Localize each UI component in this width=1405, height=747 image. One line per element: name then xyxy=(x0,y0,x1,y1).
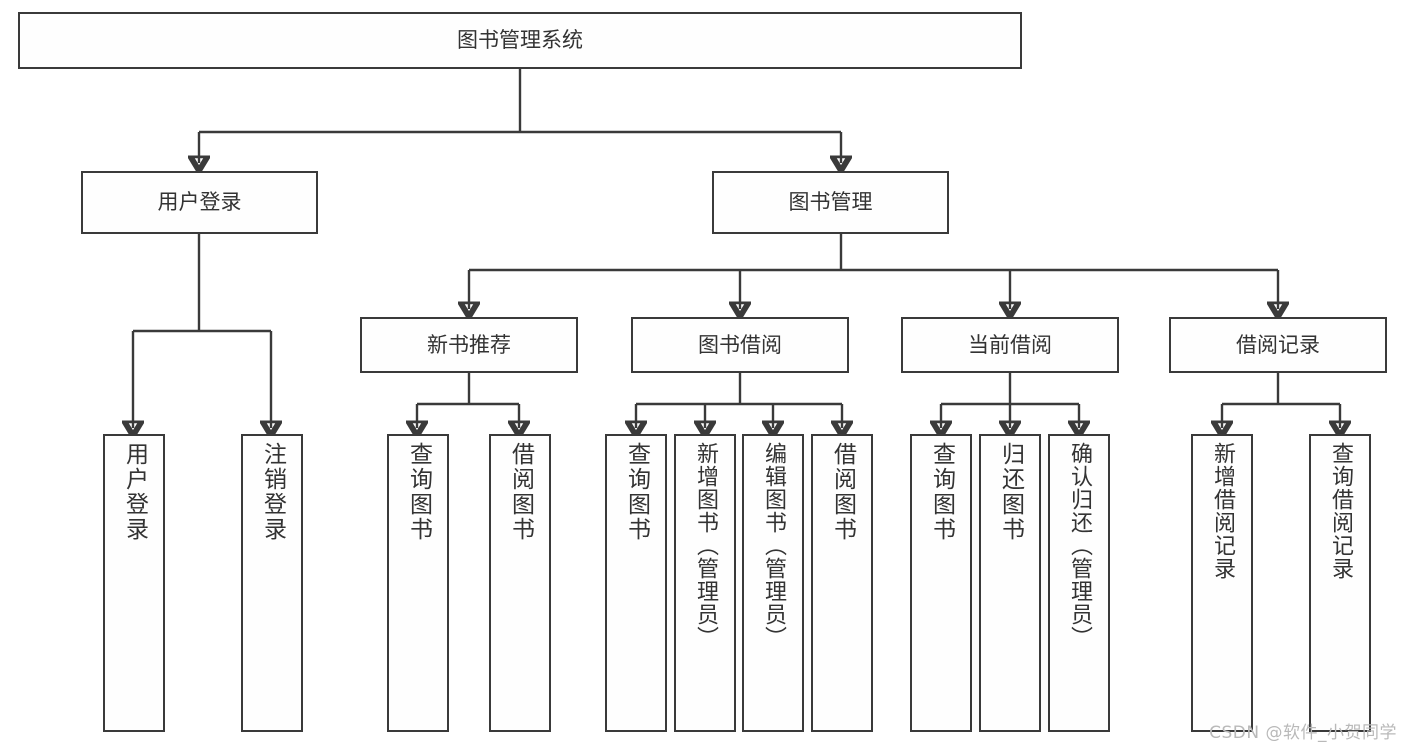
leaf-borrow-books-label: 借阅图书 xyxy=(829,442,856,542)
node-borrowing-records-label: 借阅记录 xyxy=(1236,332,1320,357)
leaf-edit-book-admin[interactable]: 编辑图书（管理员） xyxy=(742,434,804,732)
node-current-borrowing-label: 当前借阅 xyxy=(968,332,1052,357)
leaf-add-book-admin-label: 新增图书（管理员） xyxy=(693,442,718,649)
node-root-label: 图书管理系统 xyxy=(457,28,583,53)
leaf-query-books-borrow[interactable]: 查询图书 xyxy=(605,434,667,732)
leaf-return-books[interactable]: 归还图书 xyxy=(979,434,1041,732)
node-user-login[interactable]: 用户登录 xyxy=(81,171,318,234)
leaf-query-borrow-record[interactable]: 查询借阅记录 xyxy=(1309,434,1371,732)
node-borrowing-records[interactable]: 借阅记录 xyxy=(1169,317,1387,373)
leaf-query-books-borrow-label: 查询图书 xyxy=(623,442,650,542)
leaf-add-borrow-record[interactable]: 新增借阅记录 xyxy=(1191,434,1253,732)
leaf-user-login-label: 用户登录 xyxy=(121,442,148,542)
leaf-query-borrow-record-label: 查询借阅记录 xyxy=(1328,442,1353,580)
leaf-confirm-return-admin-label: 确认归还（管理员） xyxy=(1067,442,1092,649)
leaf-return-books-label: 归还图书 xyxy=(997,442,1024,542)
node-user-login-label: 用户登录 xyxy=(157,190,242,215)
leaf-query-books-current[interactable]: 查询图书 xyxy=(910,434,972,732)
leaf-query-books-recommend-label: 查询图书 xyxy=(405,442,432,542)
leaf-query-books-recommend[interactable]: 查询图书 xyxy=(387,434,449,732)
node-new-book-recommendation-label: 新书推荐 xyxy=(427,332,511,357)
leaf-borrow-books-recommend[interactable]: 借阅图书 xyxy=(489,434,551,732)
leaf-confirm-return-admin[interactable]: 确认归还（管理员） xyxy=(1048,434,1110,732)
leaf-borrow-books[interactable]: 借阅图书 xyxy=(811,434,873,732)
leaf-edit-book-admin-label: 编辑图书（管理员） xyxy=(761,442,786,649)
node-new-book-recommendation[interactable]: 新书推荐 xyxy=(360,317,578,373)
node-root[interactable]: 图书管理系统 xyxy=(18,12,1022,69)
leaf-logout[interactable]: 注销登录 xyxy=(241,434,303,732)
leaf-borrow-books-recommend-label: 借阅图书 xyxy=(507,442,534,542)
node-book-management-label: 图书管理 xyxy=(788,190,873,215)
leaf-add-book-admin[interactable]: 新增图书（管理员） xyxy=(674,434,736,732)
leaf-add-borrow-record-label: 新增借阅记录 xyxy=(1210,442,1235,580)
leaf-user-login[interactable]: 用户登录 xyxy=(103,434,165,732)
node-book-management[interactable]: 图书管理 xyxy=(712,171,949,234)
node-current-borrowing[interactable]: 当前借阅 xyxy=(901,317,1119,373)
leaf-logout-label: 注销登录 xyxy=(259,442,286,542)
csdn-watermark: CSDN @软件_小贺同学 xyxy=(1209,723,1397,743)
node-book-borrowing[interactable]: 图书借阅 xyxy=(631,317,849,373)
node-book-borrowing-label: 图书借阅 xyxy=(698,332,782,357)
leaf-query-books-current-label: 查询图书 xyxy=(928,442,955,542)
